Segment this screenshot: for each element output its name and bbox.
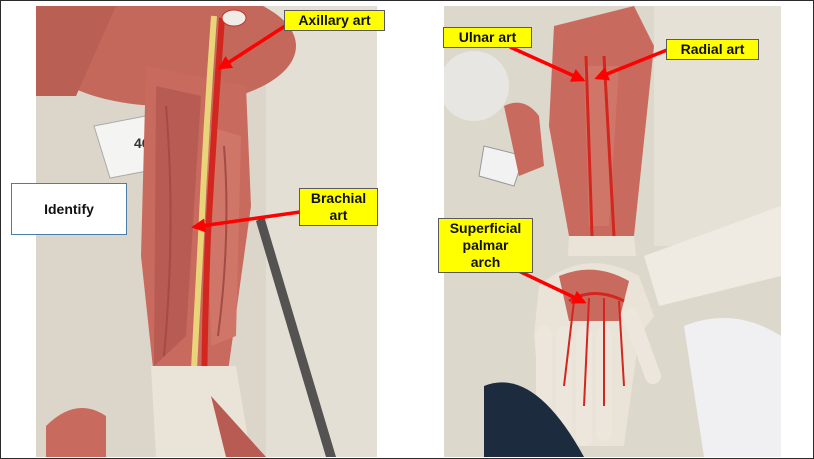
label-axillary-art: Axillary art bbox=[284, 10, 385, 31]
label-palmar-line2: palmar bbox=[462, 237, 509, 253]
label-radial-art: Radial art bbox=[666, 39, 759, 60]
arrow-ulnar bbox=[509, 45, 586, 82]
label-radial-text: Radial art bbox=[680, 41, 745, 57]
label-palmar-line3: arch bbox=[470, 254, 501, 270]
label-brachial-line2: art bbox=[329, 207, 348, 223]
arrow-radial bbox=[594, 48, 668, 81]
arm-model-photo-left: 46 bbox=[36, 6, 377, 457]
label-palmar-line1: Superficial bbox=[449, 220, 522, 236]
label-brachial-line1: Brachial bbox=[310, 190, 367, 206]
label-axillary-text: Axillary art bbox=[298, 12, 371, 28]
label-superficial-palmar-arch: Superficial palmar arch bbox=[438, 218, 533, 273]
label-brachial-art: Brachial art bbox=[299, 188, 378, 226]
arrow-brachial bbox=[191, 210, 301, 233]
label-ulnar-text: Ulnar art bbox=[458, 29, 517, 45]
label-ulnar-art: Ulnar art bbox=[443, 27, 532, 48]
identify-box: Identify bbox=[11, 183, 127, 235]
arrow-axillary bbox=[217, 24, 286, 70]
